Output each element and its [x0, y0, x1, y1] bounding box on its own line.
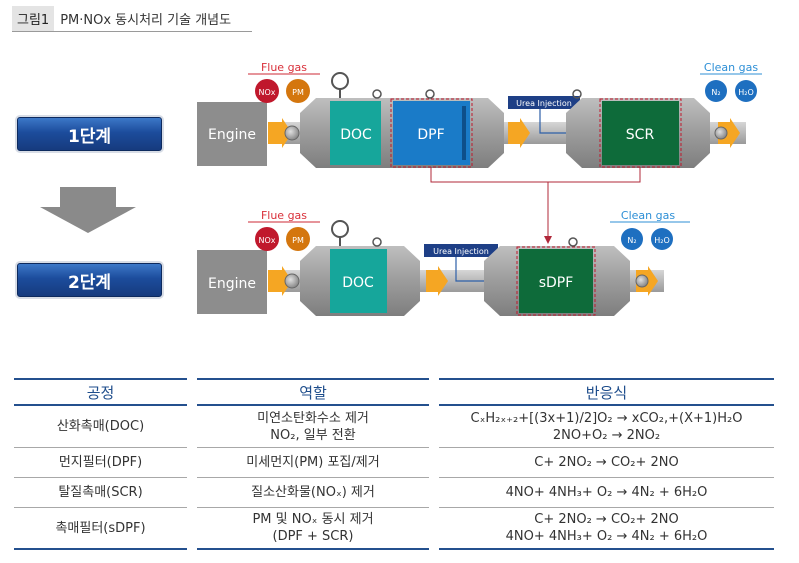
stage1-probe-1-icon — [372, 89, 382, 99]
stage1-engine-label: Engine — [208, 127, 256, 143]
stage2-outlet-joint — [635, 274, 649, 288]
stage2-urea-label: Urea Injection — [433, 247, 489, 256]
cell-role: 질소산화물(NOₓ) 제거 — [197, 478, 429, 508]
cell-role: 미연소탄화수소 제거 NO₂, 일부 전환 — [197, 406, 429, 448]
cell-reaction: CₓH₂ₓ₊₂+[(3x+1)/2]O₂ → xCO₂,+(X+1)H₂O 2N… — [439, 406, 774, 448]
table-row: 먼지필터(DPF) 미세먼지(PM) 포집/제거 C+ 2NO₂ → CO₂+ … — [14, 448, 774, 478]
stage2-nox-label: NOx — [258, 236, 275, 245]
stage1-outlet-arrow — [718, 118, 740, 148]
stage1-nox-label: NOx — [258, 88, 275, 97]
stage2-flue-label: Flue gas — [261, 209, 307, 222]
cell-process: 촉매필터(sDPF) — [14, 508, 187, 550]
stage1-dpf-highlight — [390, 98, 473, 168]
figure-caption: 그림1 PM·NOx 동시처리 기술 개념도 — [12, 5, 252, 31]
stage2-diagram: Engine Flue gas NOx PM DOC Urea Injectio… — [197, 209, 690, 316]
stage2-probe-2-icon — [568, 237, 578, 247]
cell-process: 탈질촉매(SCR) — [14, 478, 187, 508]
stage2-pm-badge — [286, 227, 310, 251]
cell-role: 미세먼지(PM) 포집/제거 — [197, 448, 429, 478]
stage2-urea-box — [424, 244, 498, 257]
stage2-sdpf-label: sDPF — [539, 275, 574, 291]
stage1-scr-highlight — [599, 98, 682, 168]
stage1-flue-label: Flue gas — [261, 61, 307, 74]
stage2-h2o-badge — [651, 228, 673, 250]
stage1-h2o-badge — [735, 80, 757, 102]
table-row: 촉매필터(sDPF) PM 및 NOₓ 동시 제거 (DPF + SCR) C+… — [14, 508, 774, 550]
stage1-diagram: Engine Flue gas NOx PM DOC DPF Urea Inje… — [197, 61, 762, 168]
stage2-doc-block — [330, 249, 387, 313]
stage1-urea-line — [539, 109, 568, 134]
stage2-sdpf-block — [519, 249, 593, 313]
stage2-inlet-arrow — [268, 266, 292, 296]
stage1-pm-label: PM — [292, 88, 304, 97]
stage1-pm-badge — [286, 79, 310, 103]
header-process: 공정 — [14, 378, 187, 406]
cell-reaction: C+ 2NO₂ → CO₂+ 2NO — [439, 448, 774, 478]
stage1-inlet-joint — [284, 125, 300, 141]
cell-reaction: 4NO+ 4NH₃+ O₂ → 4N₂ + 6H₂O — [439, 478, 774, 508]
stage1-urea-box — [508, 96, 580, 109]
stage2-n2-label: N₂ — [627, 236, 636, 245]
stage2-badge: 2단계 — [17, 263, 162, 297]
stage2-sdpf-highlight — [516, 246, 596, 316]
stage2-mid-arrow — [426, 266, 448, 296]
stage1-mid-arrow — [508, 118, 530, 148]
stage2-clean-label: Clean gas — [621, 209, 675, 222]
caption-divider — [12, 31, 252, 32]
stage2-engine-label: Engine — [208, 276, 256, 292]
header-reaction: 반응식 — [439, 378, 774, 406]
stage1-probe-3-icon — [572, 89, 582, 99]
table-row: 산화촉매(DOC) 미연소탄화수소 제거 NO₂, 일부 전환 CₓH₂ₓ₊₂+… — [14, 406, 774, 448]
stage1-nox-badge — [255, 79, 279, 103]
stage2-n2-badge — [621, 228, 643, 250]
stage1-doc-block — [330, 101, 381, 165]
stage2-engine — [197, 250, 267, 314]
figure-title: PM·NOx 동시처리 기술 개념도 — [60, 12, 232, 28]
figure-number: 그림1 — [12, 5, 55, 31]
merge-connector — [430, 167, 641, 183]
stage1-n2-label: N₂ — [711, 88, 720, 97]
process-table: 공정 역할 반응식 산화촉매(DOC) 미연소탄화수소 제거 NO₂, 일부 전… — [14, 378, 774, 550]
table-header-row: 공정 역할 반응식 — [14, 378, 774, 406]
table-row: 탈질촉매(SCR) 질소산화물(NOₓ) 제거 4NO+ 4NH₃+ O₂ → … — [14, 478, 774, 508]
stage1-badge: 1단계 — [17, 117, 162, 151]
cell-process: 산화촉매(DOC) — [14, 406, 187, 448]
stage2-pm-label: PM — [292, 236, 304, 245]
stage2-doc-label: DOC — [342, 275, 374, 291]
stage1-inlet-arrow — [268, 118, 292, 148]
process-diagram: Engine Flue gas NOx PM DOC DPF Urea Inje… — [197, 61, 762, 316]
stage2-nox-badge — [255, 227, 279, 251]
stage1-dpf-label: DPF — [417, 127, 444, 143]
stage1-sensor-icon — [331, 72, 349, 90]
stage1-probe-2-icon — [425, 89, 435, 99]
stage-down-arrow-icon — [40, 187, 136, 233]
stage2-sensor-icon — [331, 220, 349, 238]
header-role: 역할 — [197, 378, 429, 406]
stage1-h2o-label: H₂O — [738, 88, 754, 97]
stage1-dpf-edge — [462, 106, 466, 160]
stage1-scr-label: SCR — [626, 127, 655, 143]
stage2-probe-1-icon — [372, 237, 382, 247]
cell-reaction: C+ 2NO₂ → CO₂+ 2NO 4NO+ 4NH₃+ O₂ → 4N₂ +… — [439, 508, 774, 550]
stage2-urea-line — [455, 257, 486, 282]
stage2-inlet-joint — [284, 273, 300, 289]
stage1-scr-block — [602, 101, 679, 165]
cell-process: 먼지필터(DPF) — [14, 448, 187, 478]
stage1-outlet-joint — [714, 126, 728, 140]
stage1-n2-badge — [705, 80, 727, 102]
stage1-clean-label: Clean gas — [704, 61, 758, 74]
stage2-h2o-label: H₂O — [654, 236, 670, 245]
stage1-doc-label: DOC — [340, 127, 372, 143]
cell-role: PM 및 NOₓ 동시 제거 (DPF + SCR) — [197, 508, 429, 550]
stage1-dpf-block — [393, 101, 470, 165]
stage1-urea-label: Urea Injection — [516, 99, 572, 108]
stage1-engine — [197, 102, 267, 166]
